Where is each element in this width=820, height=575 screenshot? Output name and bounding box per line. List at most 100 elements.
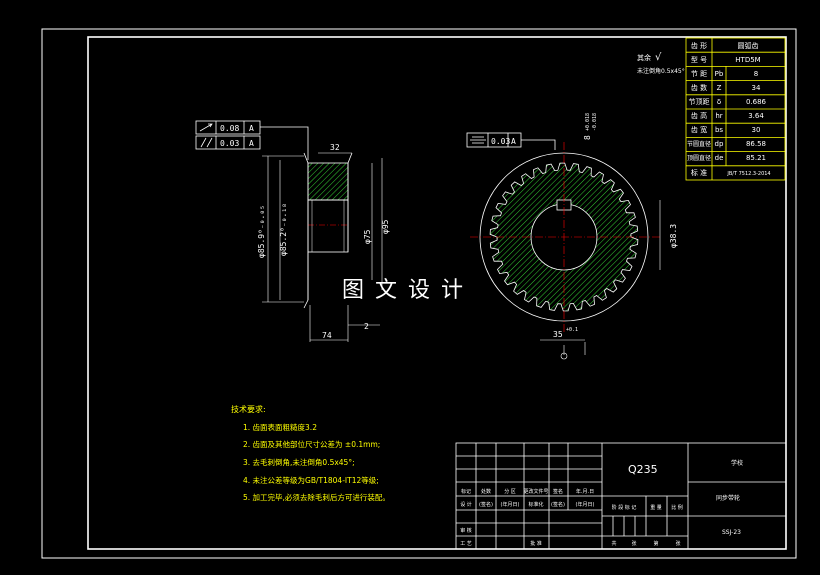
section-hatch-upper <box>307 162 349 201</box>
section-view: 0.08 A 0.03 A <box>195 120 390 342</box>
flange-left <box>303 152 309 309</box>
symmetry-value: 0.03 <box>491 137 510 146</box>
note-item: 3. 去毛刺倒角,未注倒角0.5x45°; <box>243 457 355 467</box>
dim-d1: φ85.9⁰₋₀.₀₅ <box>257 205 266 258</box>
dim-step: 2 <box>364 322 369 331</box>
runout-datum: A <box>249 124 254 133</box>
keyway-dev-upper: +0.018 <box>585 113 591 131</box>
param-row-label: 标 准 <box>691 168 707 177</box>
param-row-value: 34 <box>752 84 761 92</box>
dim-keyway-depth: 35 <box>553 330 563 339</box>
tb-label: 签名 <box>553 488 563 495</box>
param-row-value: 0.686 <box>746 98 767 106</box>
param-row-label: 节 距 <box>691 70 707 78</box>
tb-label: 分 区 <box>504 488 516 495</box>
tb-label: 标准化 <box>528 501 543 508</box>
drawing-number: SSJ-23 <box>722 529 741 536</box>
param-row-label: 顶圆直径 <box>687 154 711 162</box>
param-header-label: 齿 形 <box>691 42 707 50</box>
dim-d2: φ85.2⁰₋₀.₁₈ <box>279 203 288 256</box>
tb-label: 设 计 <box>460 501 472 508</box>
technical-notes: 技术要求: 1. 齿面表面粗糙度3.2 2. 齿面及其他部位尺寸公差为 ±0.1… <box>231 404 390 502</box>
tb-label: 标记 <box>461 488 471 495</box>
tb-label: 批 准 <box>530 540 542 547</box>
param-row-symbol: hr <box>715 112 722 120</box>
param-row-value: 3.64 <box>748 112 764 120</box>
tb-label: (年月日) <box>576 501 595 508</box>
tb-label: (签名) <box>479 501 493 508</box>
parallel-value: 0.03 <box>220 139 239 148</box>
tb-label: 年.月.日 <box>576 488 594 495</box>
parallel-datum: A <box>249 139 254 148</box>
material: Q235 <box>628 463 658 476</box>
roughness-label-1: 其余 <box>637 53 651 62</box>
param-row-value: 30 <box>752 126 761 134</box>
inner-border <box>87 36 787 550</box>
param-row-value: 86.58 <box>746 140 766 148</box>
dim-d3: φ75 <box>363 229 372 244</box>
keyway-depth-tol: +0.1 <box>566 327 578 333</box>
param-row-value: 8 <box>754 70 758 78</box>
outer-border <box>41 28 797 559</box>
param-row-value: 85.21 <box>746 154 766 162</box>
symmetry-frame <box>466 132 556 150</box>
param-row-symbol: dp <box>715 140 724 148</box>
param-row-symbol: Pb <box>715 70 724 78</box>
note-item: 5. 加工完毕,必须去除毛刺后方可进行装配。 <box>243 492 390 502</box>
param-row-value: JB/T 7512.3-2014 <box>726 171 770 177</box>
tb-label: (年月日) <box>501 501 520 508</box>
watermark-text: 图 文 设 计 <box>342 278 465 303</box>
note-item: 4. 未注公差等级为GB/T1804-IT12等级; <box>243 475 379 485</box>
param-row-label: 齿 宽 <box>691 125 707 134</box>
roughness-symbol-icon: √ <box>655 52 662 63</box>
tb-label: 比 例 <box>671 504 683 511</box>
symmetry-datum: A <box>511 137 516 146</box>
section-bore <box>307 199 349 253</box>
param-row-label: 节顶距 <box>689 98 710 106</box>
tb-label: (签名) <box>551 501 565 508</box>
tb-label: 重 量 <box>650 504 662 511</box>
dim-d4: φ95 <box>381 219 390 234</box>
keyway-dev-lower: -0.018 <box>592 113 598 131</box>
param-row-symbol: de <box>715 154 724 162</box>
dim-bore: φ38.3 <box>669 224 678 248</box>
title-block-text: 标记 处数 分 区 更改文件号 签名 年.月.日 设 计 (签名) (年月日) … <box>460 459 743 547</box>
tb-label: 处数 <box>481 488 491 495</box>
parameter-table-text: 齿 形 圆弧齿 型 号 HTD5M 节 距 Pb 8 齿 数 Z 34 节顶距 … <box>687 41 771 177</box>
tb-label: 共 <box>611 540 616 547</box>
notes-title: 技术要求: <box>231 404 266 414</box>
roughness-note: 其余 √ 未注倒角0.5x45° <box>637 52 685 75</box>
front-dims <box>540 200 661 360</box>
part-name: 同步带轮 <box>716 494 740 502</box>
front-view: 0.03 A 8 +0.018 -0.018 φ38.3 35 +0.1 <box>466 113 678 360</box>
runout-value: 0.08 <box>220 124 239 133</box>
tb-label: 审 核 <box>460 527 472 534</box>
param-row-label: 齿 高 <box>691 111 707 120</box>
param-row-label: 节圆直径 <box>687 140 711 148</box>
roughness-label-2: 未注倒角0.5x45° <box>637 67 685 75</box>
company: 学校 <box>731 459 743 467</box>
note-item: 2. 齿面及其他部位尺寸公差为 ±0.1mm; <box>243 439 380 449</box>
parameter-table <box>685 37 786 181</box>
tolerance-frames <box>195 120 309 160</box>
tb-label: 张 <box>675 540 680 547</box>
param-row-symbol: δ <box>717 98 721 106</box>
param-row-value: HTD5M <box>735 56 760 64</box>
flange-right <box>347 152 353 252</box>
tb-label: 工 艺 <box>460 541 472 547</box>
param-row-label: 齿 数 <box>691 83 707 92</box>
param-header-value: 圆弧齿 <box>738 41 759 50</box>
tb-label: 阶 段 标 记 <box>612 504 637 511</box>
param-row-symbol: Z <box>717 84 722 92</box>
tb-label: 张 <box>631 540 636 547</box>
note-item: 1. 齿面表面粗糙度3.2 <box>243 422 317 432</box>
keyway-width: 8 <box>583 135 592 140</box>
dim-width-top: 32 <box>330 143 340 152</box>
tb-label: 第 <box>653 540 658 547</box>
section-dims <box>262 152 383 342</box>
title-block <box>455 442 787 550</box>
param-row-label: 型 号 <box>691 55 707 64</box>
dim-width-bottom: 74 <box>322 331 332 340</box>
param-row-symbol: bs <box>715 126 723 134</box>
